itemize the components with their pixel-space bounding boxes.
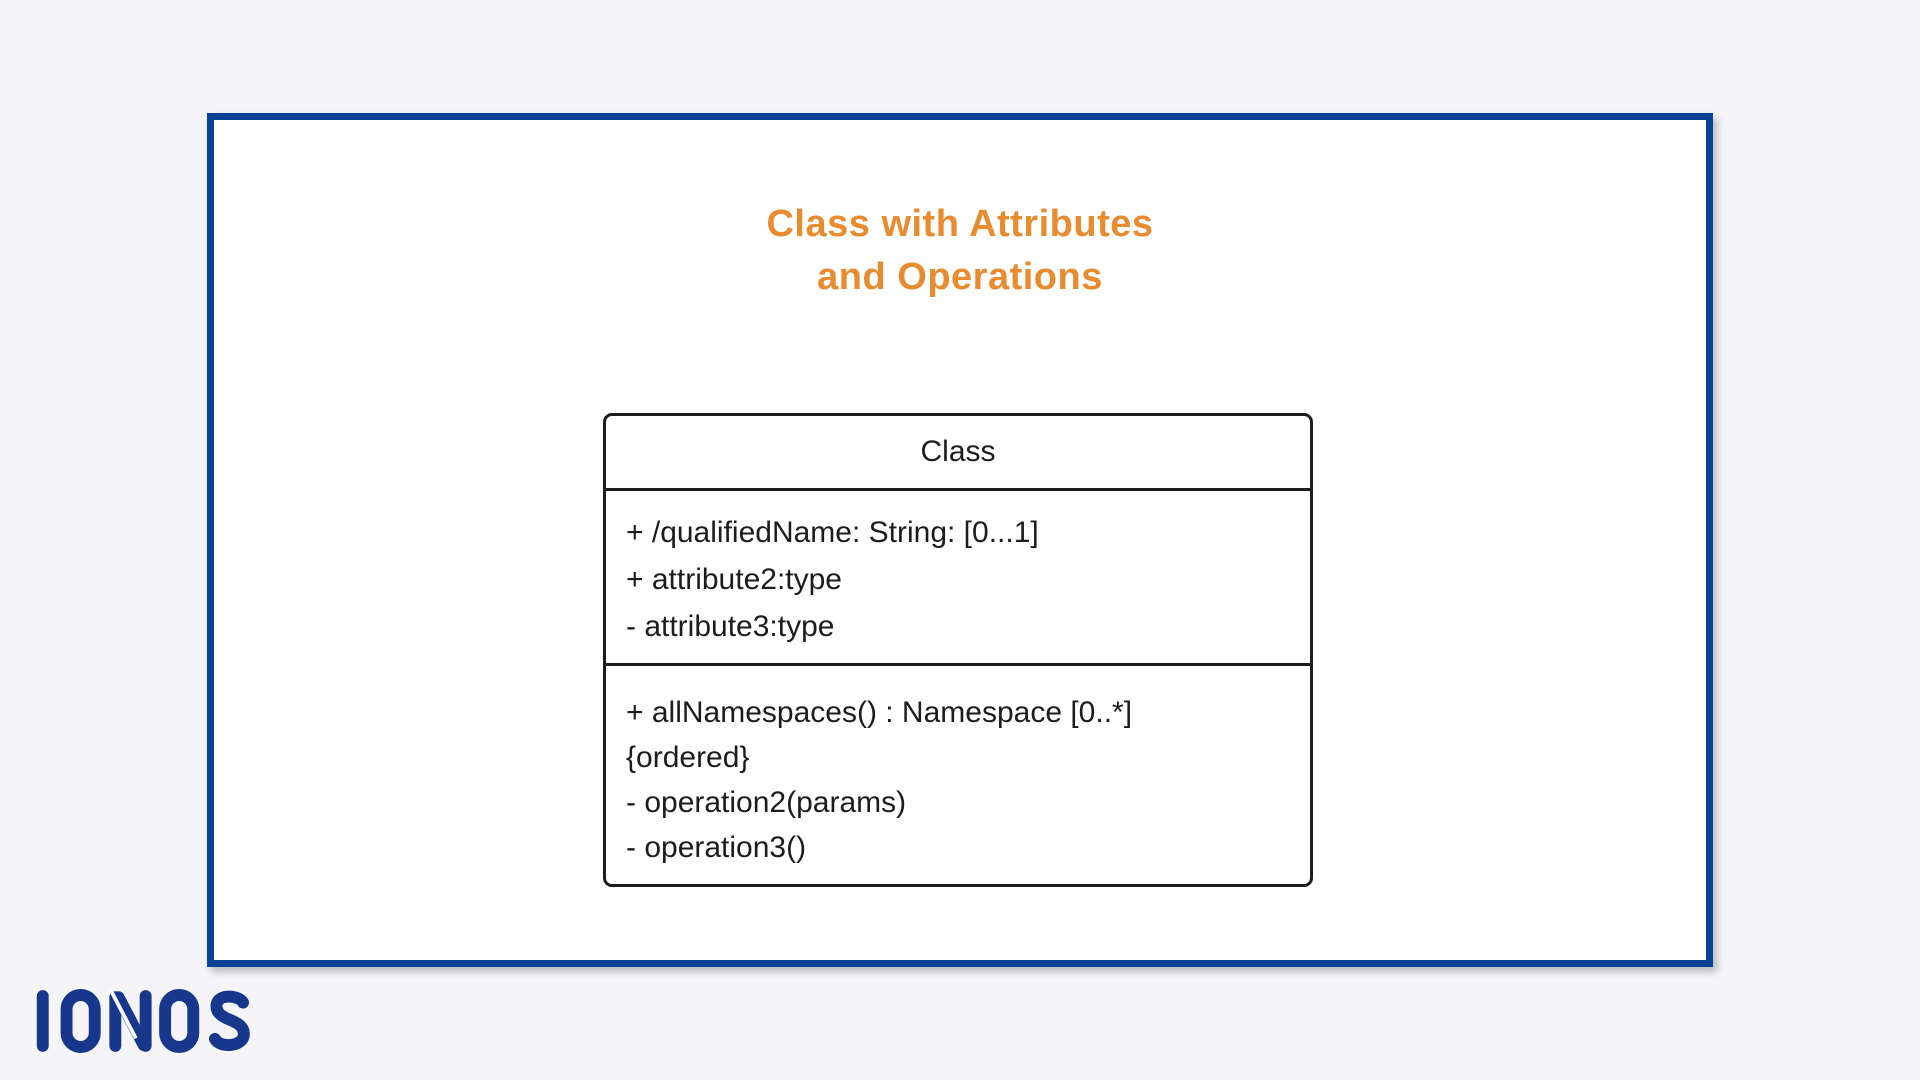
member-line: - operation3() bbox=[626, 831, 807, 864]
uml-class-name: Class bbox=[606, 416, 1310, 491]
diagram-title-line2: and Operations bbox=[817, 256, 1103, 298]
uml-class-box: Class + /qualifiedName: String: [0...1]+… bbox=[603, 413, 1313, 887]
ionos-logo bbox=[33, 988, 255, 1054]
diagram-title-line1: Class with Attributes bbox=[766, 203, 1154, 245]
uml-operations-compartment: + allNamespaces() : Namespace [0..*] {ord… bbox=[606, 666, 1310, 884]
diagram-title: Class with Attributes and Operations bbox=[214, 198, 1706, 304]
uml-attributes-compartment: + /qualifiedName: String: [0...1] + attri… bbox=[606, 491, 1310, 666]
ionos-logo-icon bbox=[36, 989, 250, 1053]
member-line: {ordered} bbox=[626, 741, 750, 774]
member-line: - attribute3:type bbox=[626, 610, 835, 643]
member-line: - operation2(params) bbox=[626, 786, 907, 819]
slide-frame: Class with Attributes and Operations Cla… bbox=[207, 113, 1713, 967]
member-line: + /qualifiedName: String: [0...1] bbox=[626, 516, 1039, 549]
member-line: + attribute2:type bbox=[626, 563, 842, 596]
member-line: + allNamespaces() : Namespace [0..*] bbox=[626, 696, 1133, 729]
